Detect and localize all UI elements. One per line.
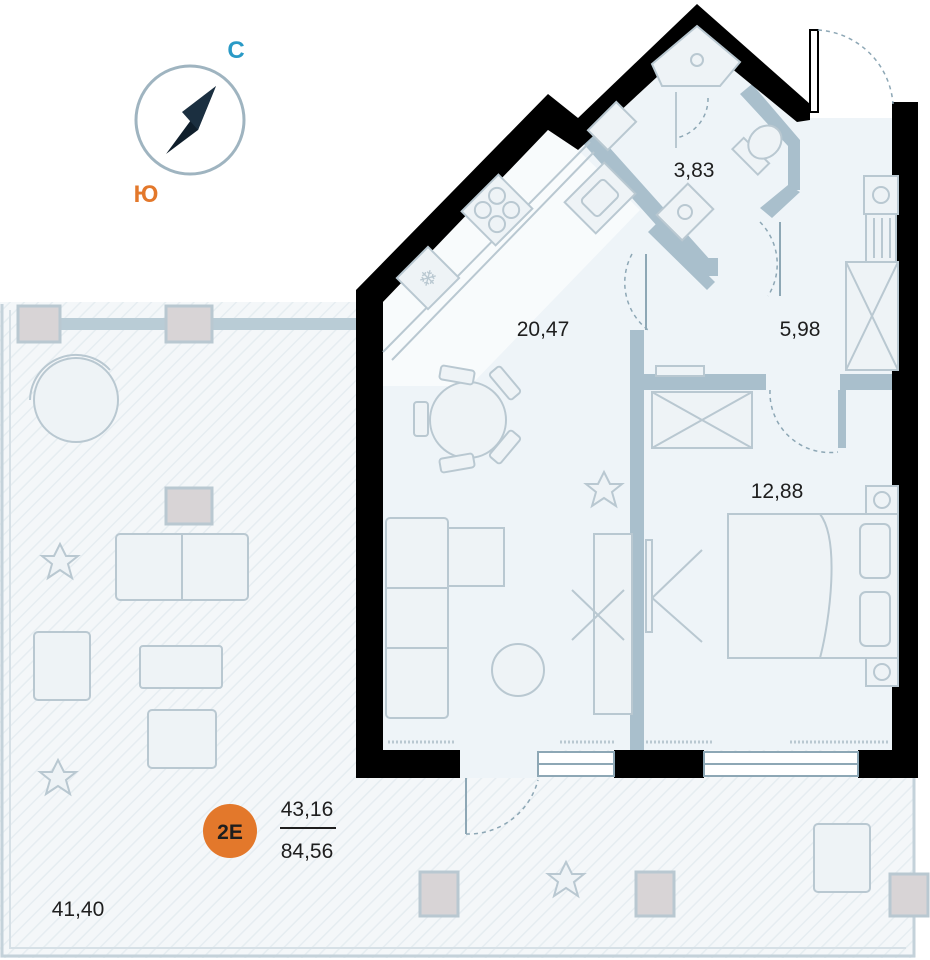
compass-ring bbox=[134, 64, 246, 176]
compass: С Ю bbox=[134, 37, 246, 208]
bathroom-area: 3,83 bbox=[674, 159, 715, 182]
windows bbox=[537, 29, 859, 777]
plant-icon bbox=[583, 469, 625, 509]
bathroom-fixtures bbox=[586, 24, 783, 242]
living-furniture bbox=[385, 364, 890, 744]
door-swings bbox=[465, 29, 894, 835]
terrace-area: 41,40 bbox=[52, 898, 105, 921]
bedroom-furniture bbox=[651, 391, 899, 687]
door-leaves bbox=[465, 222, 781, 834]
bedroom-area: 12,88 bbox=[751, 480, 804, 503]
hallway-furniture bbox=[655, 175, 899, 377]
badge-label: 2Е bbox=[217, 821, 243, 844]
compass-north-label: С bbox=[227, 37, 244, 64]
total-area-value: 84,56 bbox=[281, 840, 334, 863]
apartment-badge: 2Е bbox=[203, 804, 257, 858]
fridge-icon: ❄ bbox=[395, 245, 461, 311]
living-kitchen-area: 20,47 bbox=[517, 318, 570, 341]
kitchen-counter: ❄ bbox=[382, 130, 640, 386]
living-area-value: 43,16 bbox=[281, 798, 334, 821]
badge-circle bbox=[203, 804, 257, 858]
terrace-furniture bbox=[16, 304, 930, 918]
hallway-area: 5,98 bbox=[780, 318, 821, 341]
compass-south-label: Ю bbox=[134, 181, 159, 208]
